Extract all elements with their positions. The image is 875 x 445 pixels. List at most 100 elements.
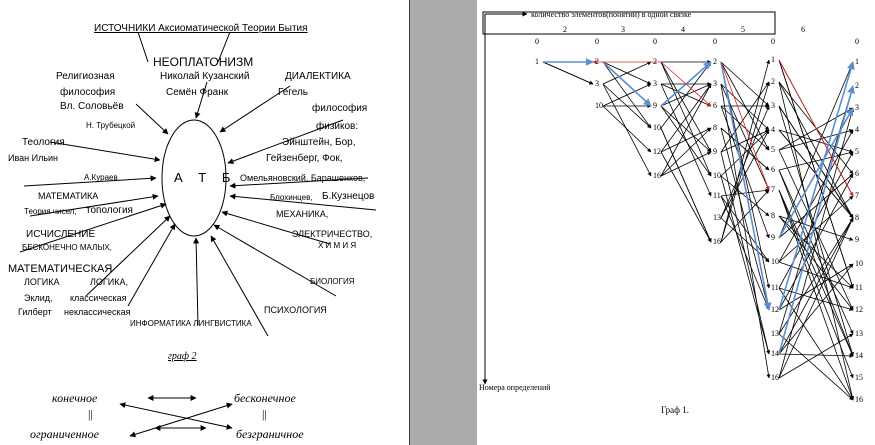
graph-node: 6 [855,169,859,178]
graph-node: 9 [855,235,859,244]
word-finite: конечное [52,391,98,405]
graph-edge [778,105,854,357]
atb-ellipse [161,119,227,237]
graph-edge [778,217,854,335]
graph-edge [778,217,854,379]
graph-node: 11 [855,283,863,292]
label-euclid: Эклид, [24,293,53,303]
graph-node: 4 [771,125,775,134]
equiv-right: || [262,407,267,421]
label-trubetskoy: Н. Трубецкой [86,121,136,130]
word-bounded: ограниченное [30,427,99,441]
graph-edge [660,61,712,153]
graph-edge [720,61,770,107]
graph-edge [778,215,854,241]
graph-edge [778,173,854,239]
graph-node: 13 [713,213,721,222]
graph-edge [602,83,652,107]
graph-node: 13 [855,329,863,338]
graph-edge [660,61,712,129]
graph1-caption: Граф 1. [661,405,689,415]
graph-node: 8 [855,213,859,222]
graph-edge [778,263,854,355]
graph-node: 1 [855,57,859,66]
graph-edge [720,217,770,263]
label-heisenberg-fock: Гейзенберг, Фок, [266,153,343,164]
graph-edge [778,129,854,153]
graph-edge [778,287,854,311]
graph-edge [720,83,770,131]
graph-node: 10 [771,257,779,266]
graph-node: 10 [713,171,721,180]
top-zero-label: 0 [771,37,775,46]
label-logic: ЛОГИКА [24,277,60,287]
graph-edge [778,333,854,401]
graph-edge [602,61,652,85]
graph-node: 11 [771,283,779,292]
label-electricity: ЭЛЕКТРИЧЕСТВО, [292,229,373,239]
label-omelyanovsky: Омельяновский, Барашенков, [240,173,366,183]
graph-node: 2 [595,57,599,66]
graph-edge [778,59,854,197]
top-count-label: 2 [563,25,567,34]
graph-edge [660,151,712,243]
label-theology: Теология [22,137,65,148]
graph-edge [660,105,712,177]
label-psychology: ПСИХОЛОГИЯ [264,305,327,315]
graph-edge [778,105,854,219]
graph-node: 2 [771,77,775,86]
graph-edge [720,188,770,197]
left-page: ИСТОЧНИКИ Аксиоматической Теории Бытия А… [0,0,409,445]
graph1-y-label: Номера определений [479,383,551,392]
graph-node: 13 [771,329,779,338]
graph-node: 5 [771,145,775,154]
graph-edge [720,59,771,243]
graph-edge [720,81,770,243]
graph-node: 16 [653,171,661,180]
graph-edge [720,175,770,217]
label-informatics: ИНФОРМАТИКА ЛИНГВИСТИКА [130,319,252,328]
graph-edge [778,215,854,289]
graph-node: 15 [855,373,863,382]
graph-node: 10 [595,101,603,110]
label-physicists: физиков: [316,121,359,132]
label-blokhintsev: Блохинцев, [270,193,313,202]
atb-center: А Т Б [174,170,237,185]
graph-node: 2 [855,81,859,90]
graph-edge [778,333,854,379]
graph1-svg [482,11,855,401]
label-nonclassical: неклассическая [64,307,131,317]
graph-node: 12 [653,147,661,156]
graph-node: 14 [855,351,863,360]
graph-node: 7 [855,191,859,200]
graph-node: 3 [713,79,717,88]
graph-edge [720,189,770,243]
graph-node: 2 [653,57,657,66]
graph-node: 4 [855,125,859,134]
graph-edge [778,353,854,358]
graph-node: 16 [771,373,779,382]
graph-edge [660,83,712,177]
graph-edge [602,61,652,107]
graph-edge [720,81,770,153]
graph-edge [778,215,854,311]
graph2-title: ИСТОЧНИКИ Аксиоматической Теории Бытия [94,23,308,34]
graph-edge [778,217,854,355]
graph-node: 7 [771,185,775,194]
top-count-label: 6 [801,25,805,34]
page-divider [409,0,410,445]
label-mathematics: МАТЕМАТИКА [38,191,99,201]
top-zero-label: 0 [713,37,717,46]
label-number-theory: Теория чисел, [24,207,77,216]
label-math-logic: МАТЕМАТИЧЕСКАЯ [8,263,113,275]
graph-edge [660,127,712,177]
label-hegel: Гегель [278,87,309,98]
graph-node: 3 [855,103,859,112]
graph-edge [720,129,770,219]
graph-node: 2 [713,57,717,66]
graph-edge [660,127,712,153]
graph-node: 9 [771,233,775,242]
graph-node: 3 [771,101,775,110]
graph-node: 11 [713,191,721,200]
graph-edge [778,150,854,171]
